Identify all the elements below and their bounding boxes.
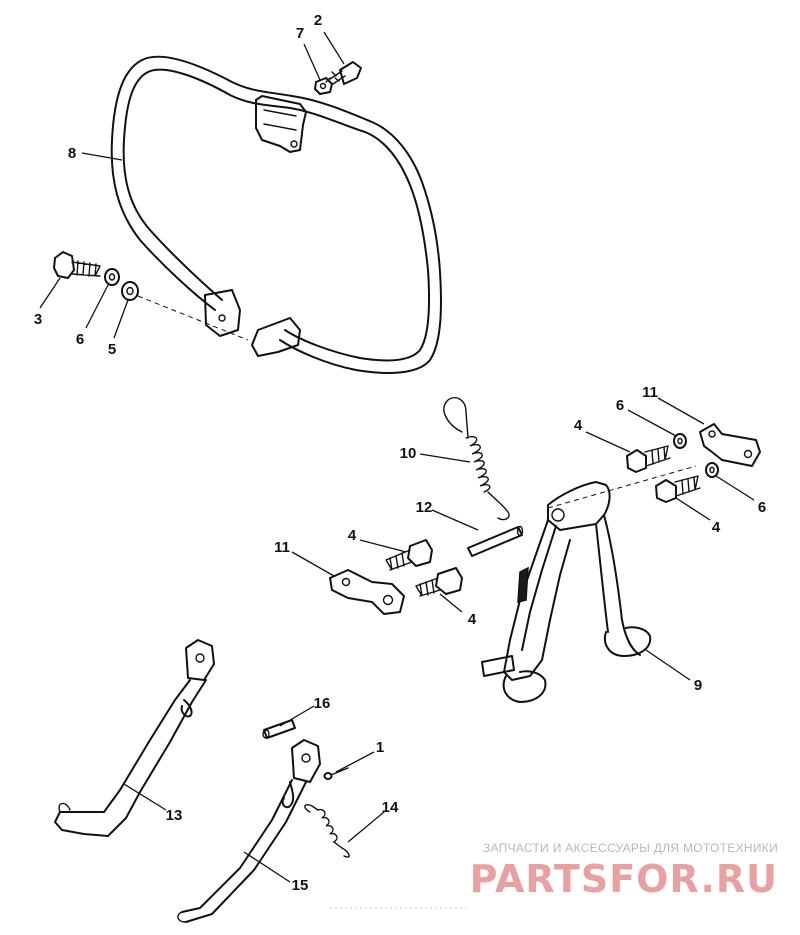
bracket-part-11b bbox=[329, 569, 405, 615]
pin-part-12 bbox=[467, 525, 524, 557]
callout-7: 7 bbox=[296, 25, 304, 42]
lock-washer-part-6c bbox=[705, 462, 719, 478]
center-stand-part-9 bbox=[481, 481, 652, 703]
bolt-part-4b bbox=[655, 475, 701, 503]
callout-2: 2 bbox=[314, 12, 322, 29]
bolt-part-2 bbox=[325, 61, 362, 85]
callout-4-lower: 4 bbox=[468, 611, 477, 628]
callout-15: 15 bbox=[292, 877, 309, 894]
leader-lines bbox=[39, 31, 755, 883]
spring-part-14 bbox=[304, 803, 350, 858]
callout-11-left: 11 bbox=[274, 539, 290, 556]
callout-6-right: 6 bbox=[758, 499, 766, 516]
side-stand-part-15 bbox=[177, 739, 321, 923]
lock-washer-part-6a bbox=[104, 268, 120, 286]
watermark-brand: PARTSFOR.RU bbox=[470, 857, 778, 901]
bolt-3-axis-line bbox=[137, 295, 249, 341]
callout-11-upper: 11 bbox=[642, 384, 658, 401]
callout-9: 9 bbox=[694, 677, 702, 694]
bracket-part-11a bbox=[699, 423, 761, 467]
callout-4-center: 4 bbox=[348, 527, 357, 544]
watermark-brand-right: FOR.RU bbox=[609, 857, 778, 901]
callout-1: 1 bbox=[376, 739, 384, 756]
callout-12: 12 bbox=[416, 499, 433, 516]
lock-washer-part-6b bbox=[673, 433, 687, 449]
spring-part-10 bbox=[443, 396, 510, 521]
nut-part-7 bbox=[314, 77, 333, 95]
callout-6-left: 6 bbox=[76, 331, 84, 348]
callout-labels: 2 7 8 3 6 5 10 4 6 11 6 4 12 4 11 4 9 16… bbox=[34, 12, 766, 894]
callout-16: 16 bbox=[314, 695, 331, 712]
bolt-part-4c bbox=[385, 539, 433, 571]
callout-4-right: 4 bbox=[712, 519, 721, 536]
crash-bar-part-8 bbox=[110, 55, 442, 374]
watermark-brand-left: PARTS bbox=[470, 857, 610, 901]
side-stand-part-13 bbox=[54, 639, 215, 837]
bolt-part-3 bbox=[53, 251, 101, 279]
stand-pivot-axis-line bbox=[547, 465, 697, 509]
callout-5: 5 bbox=[108, 341, 116, 358]
screw-part-1 bbox=[323, 767, 349, 780]
callout-13: 13 bbox=[166, 807, 183, 824]
callout-6-upper: 6 bbox=[616, 397, 624, 414]
watermark: ЗАПЧАСТИ И АКСЕССУАРЫ ДЛЯ МОТОТЕХНИКИ PA… bbox=[470, 841, 778, 901]
washer-part-5 bbox=[121, 281, 139, 301]
watermark-caption: ЗАПЧАСТИ И АКСЕССУАРЫ ДЛЯ МОТОТЕХНИКИ bbox=[483, 841, 778, 855]
bolt-part-4d bbox=[415, 567, 463, 597]
callout-4-upper: 4 bbox=[574, 417, 583, 434]
callout-8: 8 bbox=[68, 145, 76, 162]
pin-part-16 bbox=[262, 719, 296, 739]
callout-3: 3 bbox=[34, 311, 42, 328]
bolt-part-4a bbox=[626, 445, 671, 473]
callout-10: 10 bbox=[400, 445, 417, 462]
callout-14: 14 bbox=[382, 799, 399, 816]
